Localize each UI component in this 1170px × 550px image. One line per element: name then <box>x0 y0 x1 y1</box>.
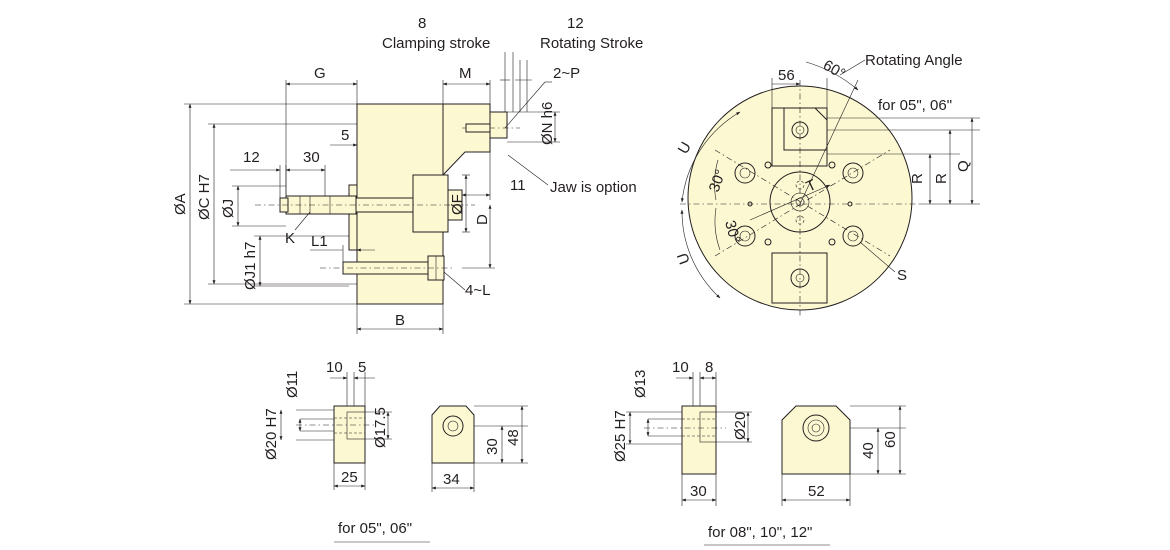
angle-30-top-label: 30° <box>706 167 730 194</box>
dim-r-right-label: R <box>933 173 950 184</box>
clamping-stroke-label: Clamping stroke <box>382 35 490 52</box>
dim-n-label: ØN h6 <box>539 102 556 145</box>
dim-d-label: D <box>474 214 491 225</box>
jaw-small-caption: for 05", 06" <box>338 520 412 537</box>
dim-r-left-label: R <box>909 173 926 184</box>
dim-17-5-label: Ø17.5 <box>372 407 389 448</box>
jaw-large-caption: for 08", 10", 12" <box>708 524 812 541</box>
jaw-screw <box>465 123 491 133</box>
bolt-hole <box>842 225 864 247</box>
dim-c-label: ØC H7 <box>196 174 213 220</box>
rotating-stroke-value: 12 <box>567 15 584 32</box>
dim-g-label: G <box>314 65 326 82</box>
rotating-stroke-label: Rotating Stroke <box>540 35 643 52</box>
note-0506: for 05", 06" <box>878 97 952 114</box>
jaw-small-views: 10 5 Ø11 Ø20 H7 Ø17.5 25 34 30 48 for 05… <box>263 359 528 543</box>
dim-2p-label: 2~P <box>553 65 580 82</box>
side-view: G M 8 Clamping stroke 12 Rotating Stroke… <box>172 15 643 334</box>
inner-flange <box>412 174 449 233</box>
dim-q-label: Q <box>955 160 972 172</box>
dim-f-label: ØF <box>449 194 466 215</box>
dim-30-label: 30 <box>303 149 320 166</box>
dim-l1-label: L1 <box>311 233 328 250</box>
dim-13-label: Ø13 <box>632 370 649 398</box>
angle-30-bottom-label: 30° <box>721 219 743 245</box>
front-view: 56 60° Rotating Angle for 05", 06" R R Q… <box>674 52 980 318</box>
clamping-stroke-value: 8 <box>418 15 426 32</box>
dim-40-label: 40 <box>860 442 877 459</box>
dim-11-label: 11 <box>510 177 526 194</box>
angle-60-label: 60° <box>820 57 848 83</box>
dim-5-label: 5 <box>358 359 366 376</box>
rotating-angle-label: Rotating Angle <box>865 52 963 69</box>
dim-25-label: 25 <box>341 469 358 486</box>
dim-j1-label: ØJ1 h7 <box>242 242 259 290</box>
dim-20-label: Ø20 H7 <box>263 408 280 460</box>
dim-20-label: Ø20 <box>732 412 749 440</box>
dim-56-label: 56 <box>778 67 795 84</box>
dim-k-label: K <box>285 230 295 247</box>
dim-8-label: 8 <box>705 359 713 376</box>
jaw-block <box>489 111 508 139</box>
jaw-small-side <box>333 405 366 464</box>
dim-m-label: M <box>459 65 472 82</box>
dim-25-label: Ø25 H7 <box>612 410 629 462</box>
bolt-hole <box>842 162 864 184</box>
dim-u-top-label: U <box>675 139 695 157</box>
dim-52-label: 52 <box>808 483 825 500</box>
dim-5-label: 5 <box>341 127 349 144</box>
dim-12-label: 12 <box>243 149 260 166</box>
dim-a-label: ØA <box>172 193 189 215</box>
dim-10-label: 10 <box>672 359 689 376</box>
jaw-large-views: 10 8 Ø13 Ø25 H7 Ø20 30 52 40 60 for 08",… <box>612 359 906 546</box>
dim-u-bottom-label: U <box>674 250 694 266</box>
dim-10-label: 10 <box>326 359 343 376</box>
dim-34-label: 34 <box>443 471 460 488</box>
jaw-large-side <box>681 405 717 475</box>
upper-jaw-housing <box>442 103 491 177</box>
dim-4l-label: 4~L <box>465 282 490 299</box>
dim-11-label: Ø11 <box>284 371 301 398</box>
bolt-hole <box>734 162 756 184</box>
dim-30-label: 30 <box>690 483 707 500</box>
dim-s-label: S <box>897 267 907 284</box>
dim-j-label: ØJ <box>220 199 237 218</box>
dim-30-label: 30 <box>484 438 501 455</box>
dim-48-label: 48 <box>505 429 522 446</box>
dim-60-label: 60 <box>882 431 899 448</box>
dim-b-label: B <box>395 312 405 329</box>
jaw-note: Jaw is option <box>550 179 637 196</box>
left-hub <box>348 184 358 251</box>
